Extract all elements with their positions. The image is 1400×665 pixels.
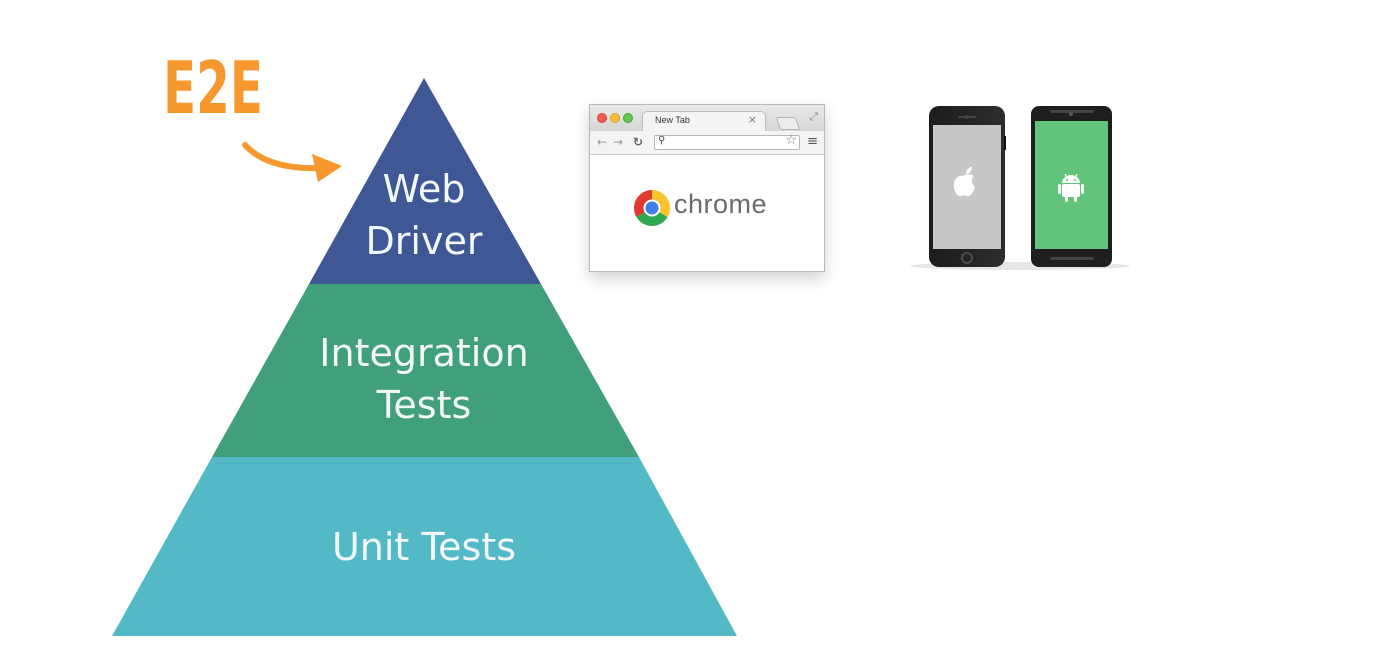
- maximize-window-icon[interactable]: [623, 113, 633, 123]
- apple-icon: [953, 167, 975, 197]
- minimize-window-icon[interactable]: [610, 113, 620, 123]
- star-icon[interactable]: ☆: [785, 133, 797, 148]
- new-tab-button[interactable]: [775, 117, 801, 130]
- browser-content: chrome: [590, 155, 824, 271]
- pyramid-tier-middle: [212, 284, 639, 457]
- close-window-icon[interactable]: [597, 113, 607, 123]
- back-arrow-icon[interactable]: ←: [597, 135, 608, 149]
- tab-label: New Tab: [655, 115, 690, 125]
- pyramid-label-integration: Integration: [319, 331, 528, 375]
- tab-close-icon[interactable]: ×: [747, 113, 757, 126]
- pyramid-tier-bottom: [112, 457, 737, 636]
- address-bar[interactable]: ⚲ ☆: [654, 133, 800, 150]
- pyramid-label-tests: Tests: [376, 383, 472, 427]
- menu-icon[interactable]: ≡: [807, 134, 818, 149]
- android-phone: [1031, 106, 1112, 267]
- pyramid-tier-top: [309, 78, 541, 284]
- browser-titlebar: New Tab × ⤢: [590, 105, 824, 131]
- iphone: [929, 106, 1006, 267]
- search-icon: ⚲: [658, 135, 666, 146]
- pyramid-label-driver: Driver: [366, 219, 483, 263]
- e2e-label: E2E: [163, 46, 263, 130]
- reload-icon[interactable]: ↻: [633, 135, 644, 149]
- pyramid-label-unit-tests: Unit Tests: [332, 525, 516, 569]
- browser-toolbar: ← → ↻ ⚲ ☆ ≡: [590, 131, 824, 155]
- pyramid-label-web: Web: [383, 167, 466, 211]
- curved-arrow-icon: [242, 142, 342, 182]
- fullscreen-icon[interactable]: ⤢: [809, 110, 818, 123]
- browser-tab[interactable]: New Tab ×: [642, 111, 766, 131]
- forward-arrow-icon[interactable]: →: [613, 135, 624, 149]
- android-icon: [1058, 173, 1084, 202]
- chrome-wordmark: chrome: [674, 189, 768, 219]
- chrome-logo-icon: [633, 190, 671, 227]
- browser-window: New Tab × ⤢ ← → ↻ ⚲ ☆ ≡ chrome: [589, 104, 825, 272]
